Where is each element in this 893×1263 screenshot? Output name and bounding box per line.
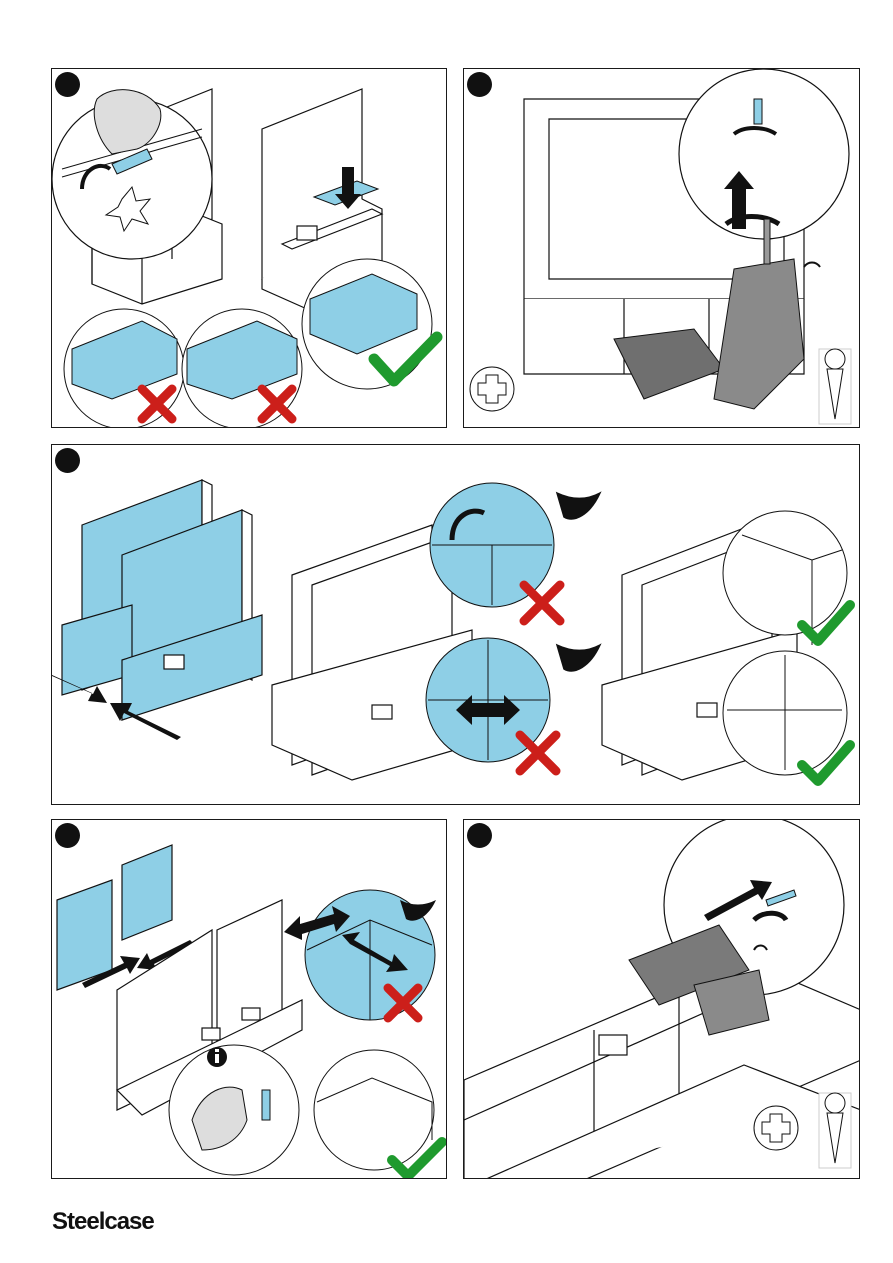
step-panel-top-right (463, 68, 860, 428)
wood-screw-icon (819, 1093, 851, 1168)
step-bottom-left-illustration (52, 820, 447, 1179)
step-panel-middle (51, 444, 860, 805)
rotation-icon (804, 263, 820, 268)
phillips-bit-icon (754, 1106, 798, 1150)
step-top-right-illustration (464, 69, 860, 428)
wood-screw-icon (819, 349, 851, 424)
screw-icon (754, 99, 762, 124)
phillips-bit-icon (470, 367, 514, 411)
step-panel-bottom-right (463, 819, 860, 1179)
eye-icon (557, 493, 600, 671)
steelcase-logo: Steelcase (52, 1208, 154, 1236)
step-top-left-illustration (52, 69, 447, 428)
step-bottom-right-illustration (464, 820, 860, 1179)
info-icon (207, 1047, 227, 1067)
step-panel-bottom-left (51, 819, 447, 1179)
step-middle-illustration (52, 445, 860, 805)
step-panel-top-left (51, 68, 447, 428)
